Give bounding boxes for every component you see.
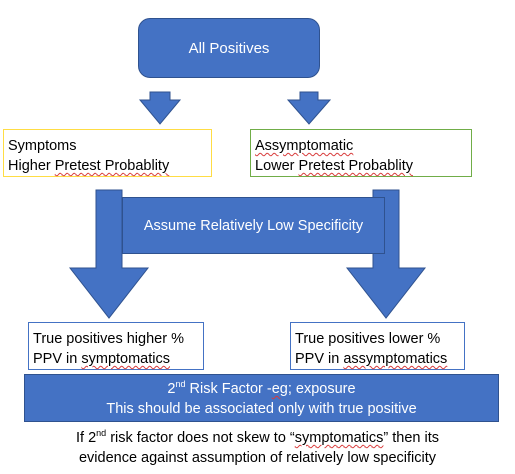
symptoms-line1: Symptoms (8, 138, 77, 154)
risk-factor-ordinal: 2 (167, 381, 176, 397)
footer-text-d: ” then its (383, 430, 439, 446)
tp-lower-line2-term: assymptomatics (343, 351, 448, 367)
arrow-to-symptoms (138, 91, 182, 125)
footer-note: If 2nd risk factor does not skew to “sym… (30, 428, 485, 468)
footer-line1: If 2nd risk factor does not skew to “sym… (30, 428, 485, 448)
risk-factor-ordinal-suffix: nd (175, 379, 186, 390)
footer-ordinal-suffix: nd (96, 428, 107, 439)
asymptomatic-line2-prefix: Lower (255, 158, 299, 174)
asymptomatic-line2-pretest: Pretest Probablity (298, 158, 413, 174)
true-positives-higher-box: True positives higher % PPV in symptomat… (28, 322, 204, 370)
symptoms-box: Symptoms Higher Pretest Probablity (3, 129, 212, 177)
footer-text-a: If 2 (76, 430, 97, 446)
true-positives-lower-box: True positives lower % PPV in assymptoma… (290, 322, 465, 370)
all-positives-label: All Positives (188, 39, 270, 57)
footer-line2: evidence against assumption of relativel… (78, 450, 437, 466)
risk-factor-text-eg: eg (271, 381, 288, 397)
tp-higher-line2-term: symptomatics (81, 351, 170, 367)
asymptomatic-box: Assymptomatic Lower Pretest Probablity (250, 129, 472, 177)
arrow-to-asymptomatic (286, 91, 332, 125)
arrow-right-large (345, 189, 427, 319)
tp-higher-line1: True positives higher % (33, 331, 184, 347)
risk-factor-line2: This should be associated only with true… (106, 401, 417, 417)
tp-lower-line1: True positives lower % (295, 331, 441, 347)
specificity-band-label: Assume Relatively Low Specificity (143, 217, 364, 234)
symptoms-line2-pretest: Pretest Probablity (54, 158, 170, 174)
risk-factor-line1: 2nd Risk Factor -eg; exposure (25, 379, 498, 399)
tp-higher-line2: PPV in symptomatics (33, 349, 203, 369)
asymptomatic-line1: Assymptomatic (255, 138, 354, 154)
footer-text-symptomatics: symptomatics (294, 430, 384, 446)
tp-lower-line2: PPV in assymptomatics (295, 349, 464, 369)
footer-text-b: risk factor does not skew to “ (106, 430, 295, 446)
risk-factor-text-a: Risk Factor - (185, 381, 272, 397)
symptoms-line2: Higher Pretest Probablity (8, 156, 211, 176)
specificity-band: Assume Relatively Low Specificity (122, 197, 385, 254)
risk-factor-text-c: ; exposure (287, 381, 356, 397)
asymptomatic-line2: Lower Pretest Probablity (255, 156, 471, 176)
tp-lower-line2-prefix: PPV in (295, 351, 344, 367)
risk-factor-bar: 2nd Risk Factor -eg; exposure This shoul… (24, 374, 499, 422)
tp-higher-line2-prefix: PPV in (33, 351, 82, 367)
symptoms-line2-prefix: Higher (8, 158, 55, 174)
all-positives-box: All Positives (138, 18, 320, 78)
